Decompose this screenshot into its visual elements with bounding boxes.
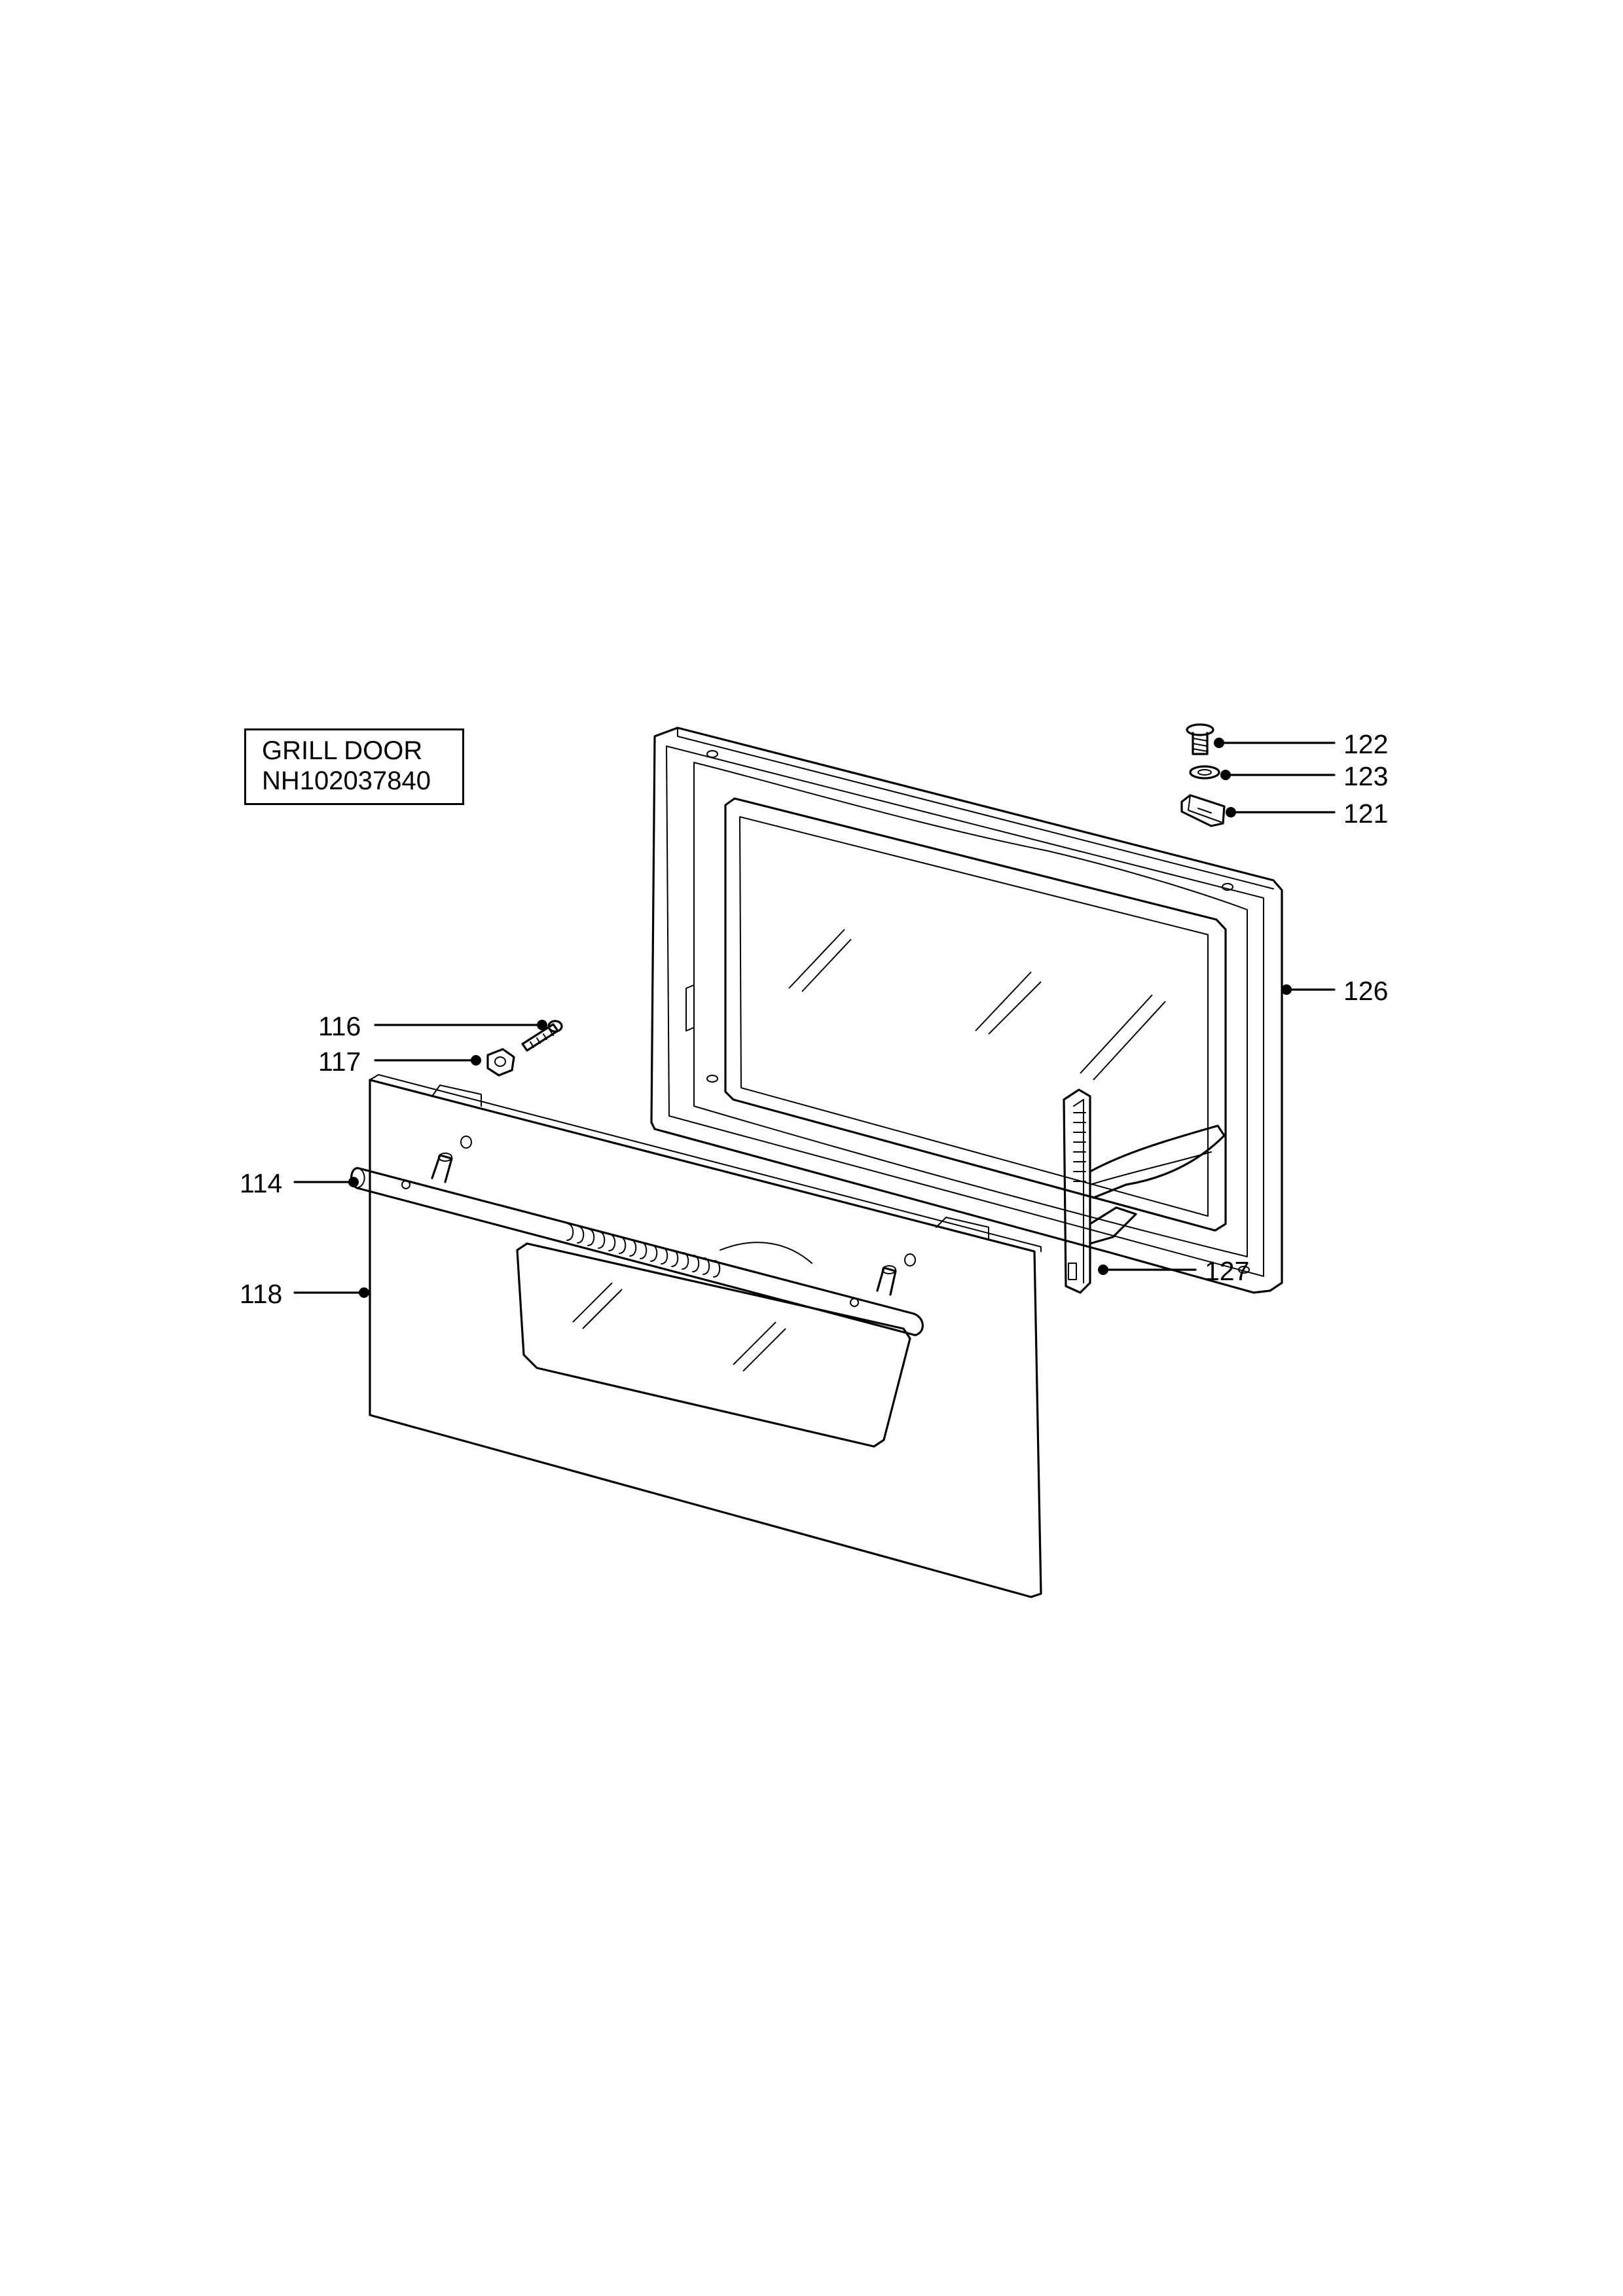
callout-123: 123: [1343, 761, 1388, 791]
callout-117: 117: [318, 1047, 361, 1077]
callout-121: 121: [1343, 798, 1388, 829]
callout-118: 118: [240, 1279, 282, 1309]
leader-lines: [293, 742, 1336, 1294]
washer-123: [1189, 765, 1220, 780]
callout-126: 126: [1343, 976, 1388, 1006]
callout-116: 116: [318, 1011, 361, 1041]
diagram-title-box: GRILL DOOR NH102037840: [244, 728, 464, 805]
hinge: [1063, 1088, 1226, 1294]
clip-121: [1180, 794, 1226, 827]
callout-114: 114: [240, 1168, 282, 1198]
screw-122: [1186, 723, 1214, 755]
nut-117: [486, 1048, 515, 1077]
diagram-title: GRILL DOOR: [262, 736, 423, 765]
outer-door: [369, 1074, 1042, 1598]
screw-116: [521, 1020, 563, 1052]
door-handle: [350, 1153, 924, 1336]
callout-127: 127: [1205, 1256, 1249, 1286]
callout-122: 122: [1343, 729, 1388, 759]
inner-door-panel: [650, 726, 1283, 1294]
callout-dots: [348, 738, 1292, 1298]
part-number: NH102037840: [262, 766, 431, 795]
